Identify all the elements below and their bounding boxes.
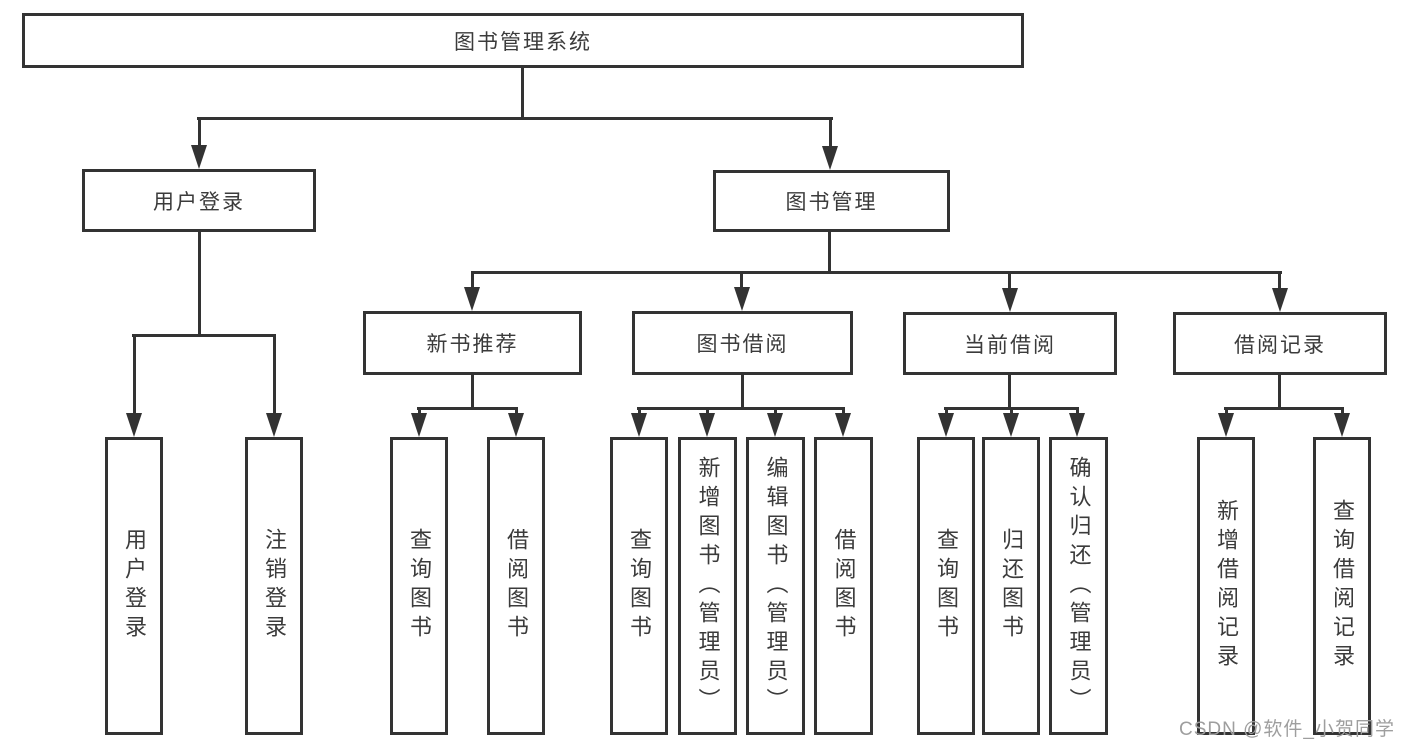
arrowhead-down-icon bbox=[734, 287, 750, 311]
connector-line bbox=[198, 232, 201, 337]
leaf-query-books-recommend: 查询图书 bbox=[390, 437, 448, 735]
node-label: 图书借阅 bbox=[696, 333, 789, 356]
arrowhead-down-icon bbox=[126, 413, 142, 437]
arrowhead-down-icon bbox=[464, 287, 480, 311]
watermark: CSDN @软件_小贺同学 bbox=[1179, 719, 1395, 740]
arrowhead-down-icon bbox=[767, 413, 783, 437]
connector-line bbox=[1278, 271, 1281, 291]
node-label: 确认归还（管理员） bbox=[1066, 455, 1092, 717]
leaf-add-book-admin: 新增图书（管理员） bbox=[678, 437, 737, 735]
connector-line bbox=[521, 68, 524, 120]
connector-line bbox=[829, 117, 832, 149]
leaf-add-borrow-record: 新增借阅记录 bbox=[1197, 437, 1255, 735]
node-label: 新增借阅记录 bbox=[1214, 499, 1239, 673]
connector-line bbox=[198, 117, 201, 149]
arrowhead-down-icon bbox=[835, 413, 851, 437]
connector-line bbox=[197, 117, 833, 120]
connector-line bbox=[828, 232, 831, 274]
node-label: 用户登录 bbox=[153, 190, 245, 214]
arrowhead-down-icon bbox=[1272, 288, 1288, 312]
arrowhead-down-icon bbox=[508, 413, 524, 437]
arrowhead-down-icon bbox=[699, 413, 715, 437]
node-current-borrow: 当前借阅 bbox=[903, 312, 1117, 375]
connector-line bbox=[471, 375, 474, 410]
node-label: 编辑图书（管理员） bbox=[763, 455, 789, 717]
leaf-borrow-books-recommend: 借阅图书 bbox=[487, 437, 545, 735]
node-label: 查询图书 bbox=[407, 528, 432, 644]
leaf-query-borrow-record: 查询借阅记录 bbox=[1313, 437, 1371, 735]
leaf-logout: 注销登录 bbox=[245, 437, 303, 735]
node-user-login: 用户登录 bbox=[82, 169, 316, 232]
connector-line bbox=[133, 334, 136, 418]
node-label: 查询借阅记录 bbox=[1330, 499, 1355, 673]
node-label: 借阅图书 bbox=[831, 528, 857, 644]
node-label: 归还图书 bbox=[999, 528, 1024, 644]
connector-line bbox=[273, 334, 276, 418]
arrowhead-down-icon bbox=[1218, 413, 1234, 437]
node-label: 新增图书（管理员） bbox=[695, 455, 721, 717]
node-label: 用户登录 bbox=[122, 528, 147, 644]
arrowhead-down-icon bbox=[191, 145, 207, 169]
arrowhead-down-icon bbox=[1069, 413, 1085, 437]
leaf-return-books: 归还图书 bbox=[982, 437, 1040, 735]
connector-line bbox=[1278, 375, 1281, 410]
node-label: 注销登录 bbox=[262, 528, 287, 644]
leaf-edit-book-admin: 编辑图书（管理员） bbox=[746, 437, 805, 735]
arrowhead-down-icon bbox=[1002, 288, 1018, 312]
arrowhead-down-icon bbox=[1334, 413, 1350, 437]
leaf-borrow-books-borrow: 借阅图书 bbox=[814, 437, 873, 735]
arrowhead-down-icon bbox=[822, 146, 838, 170]
connector-line bbox=[1224, 407, 1344, 410]
leaf-query-books-borrow: 查询图书 bbox=[610, 437, 668, 735]
connector-line bbox=[741, 375, 744, 410]
connector-line bbox=[637, 407, 845, 410]
connector-line bbox=[1008, 271, 1011, 291]
node-borrow-records: 借阅记录 bbox=[1173, 312, 1387, 375]
arrowhead-down-icon bbox=[1003, 413, 1019, 437]
arrowhead-down-icon bbox=[631, 413, 647, 437]
node-label: 查询图书 bbox=[627, 528, 652, 644]
arrowhead-down-icon bbox=[411, 413, 427, 437]
leaf-confirm-return-admin: 确认归还（管理员） bbox=[1049, 437, 1108, 735]
connector-line bbox=[740, 271, 743, 291]
connector-line bbox=[417, 407, 518, 410]
leaf-user-login: 用户登录 bbox=[105, 437, 163, 735]
node-label: 当前借阅 bbox=[964, 333, 1056, 357]
arrowhead-down-icon bbox=[266, 413, 282, 437]
node-label: 新书推荐 bbox=[426, 333, 519, 356]
connector-line bbox=[1008, 375, 1011, 410]
node-label: 查询图书 bbox=[934, 528, 959, 644]
node-book-borrow: 图书借阅 bbox=[632, 311, 853, 375]
node-label: 图书管理系统 bbox=[454, 30, 592, 54]
connector-line bbox=[132, 334, 276, 337]
arrowhead-down-icon bbox=[938, 413, 954, 437]
node-label: 借阅记录 bbox=[1234, 333, 1326, 357]
connector-line bbox=[471, 271, 1282, 274]
node-new-book-recommend: 新书推荐 bbox=[363, 311, 582, 375]
leaf-query-books-current: 查询图书 bbox=[917, 437, 975, 735]
node-root-library-management-system: 图书管理系统 bbox=[22, 13, 1024, 68]
node-book-management: 图书管理 bbox=[713, 170, 950, 232]
connector-line bbox=[471, 271, 474, 291]
node-label: 借阅图书 bbox=[504, 528, 529, 644]
node-label: 图书管理 bbox=[785, 191, 878, 214]
